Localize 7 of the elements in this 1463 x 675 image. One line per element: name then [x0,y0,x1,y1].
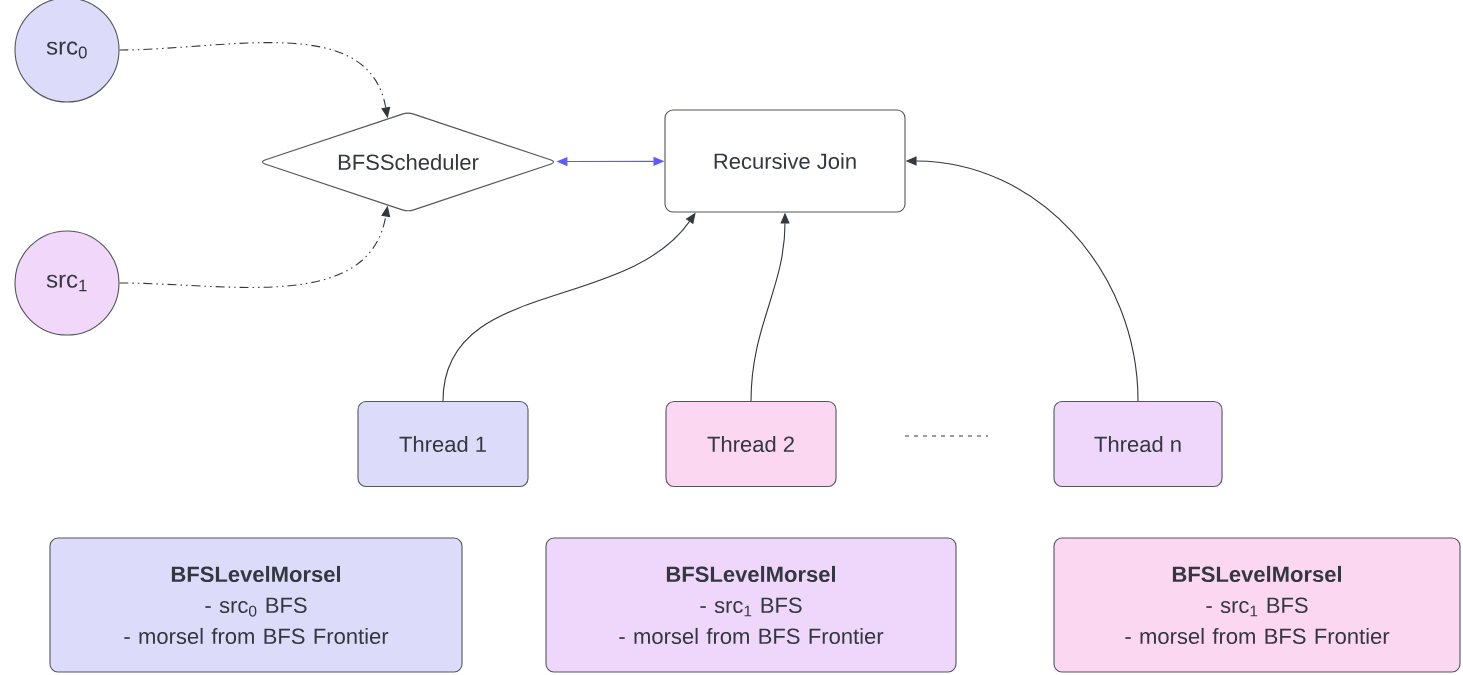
morsel-box: BFSLevelMorsel - src$_{1}$ BFS - morsel from BFS Frontier [545,537,957,673]
thread-box: Thread 1 [357,400,529,488]
morsel-box: BFSLevelMorsel - src$_{1}$ BFS - morsel from BFS Frontier [1053,537,1461,673]
thread-box: Thread n [1053,400,1223,488]
morsel-box: BFSLevelMorsel - src$_{0}$ BFS - morsel from BFS Frontier [49,537,463,673]
thread-box: Thread 2 [665,400,837,488]
join-box: Recursive Join [664,109,906,213]
